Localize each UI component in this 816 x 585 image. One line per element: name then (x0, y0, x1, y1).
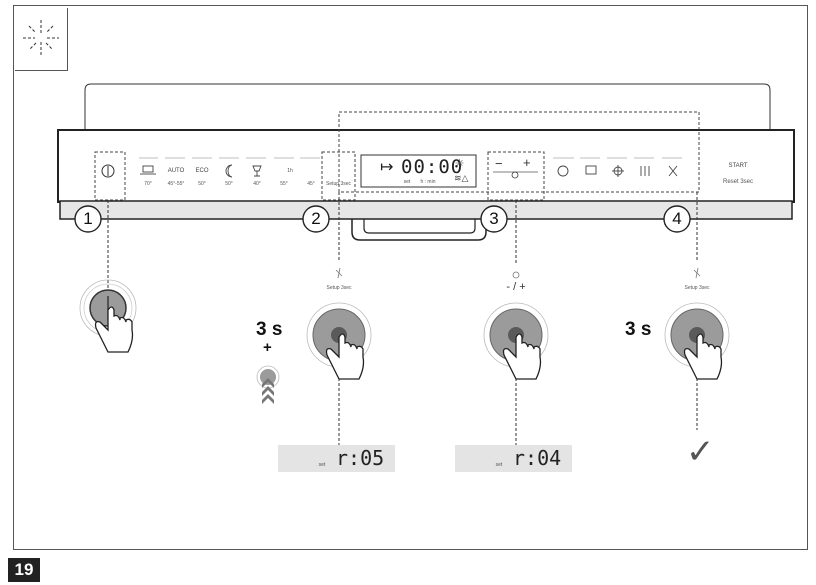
plus-sign: + (263, 339, 272, 356)
step-1-number: 1 (83, 209, 93, 228)
display-value: r:04 (513, 446, 562, 470)
display-set-label: set (403, 179, 411, 185)
info-box (15, 8, 68, 71)
plus-button[interactable]: + (523, 155, 531, 170)
display-set-label: set (495, 462, 503, 468)
step-4-number: 4 (672, 209, 682, 228)
step-2-number: 2 (311, 209, 321, 228)
program-temp: 40° (253, 181, 261, 187)
program-temp: 45°-55° (167, 181, 185, 187)
setup-caption-left: Setup 3sec (326, 285, 352, 291)
quick-label: 1h (287, 168, 293, 174)
panel-strip (59, 200, 793, 220)
checkmark-icon: ✓ (686, 433, 715, 471)
figure-frame (13, 5, 808, 550)
panel-display-time: 00:00 (401, 156, 464, 178)
program-temp: 55° (280, 181, 288, 187)
step-3-number: 3 (489, 209, 499, 228)
light-icon (23, 20, 59, 56)
reset-label: Reset 3sec (722, 179, 753, 185)
sun-icon: ✳ (455, 158, 465, 170)
display-set-label: set (318, 462, 326, 468)
display-value: r:05 (336, 446, 385, 470)
program-temp: 70° (144, 181, 152, 187)
display-unit-label: h : min (420, 179, 436, 185)
start-button[interactable]: START (728, 163, 748, 169)
hold-time-right: 3 s (625, 319, 652, 340)
program-temp: 45° (307, 181, 315, 187)
program-temp: 50° (225, 181, 233, 187)
display-result-left: r:05 set (278, 445, 395, 472)
salt-rinse-icon: ≋△ (454, 173, 469, 183)
program-eco-label[interactable]: ECO (195, 168, 209, 174)
minus-plus-caption: - / + (506, 281, 526, 293)
figure-number: 19 (8, 558, 40, 582)
hold-time-left: 3 s (256, 319, 283, 340)
setup-label[interactable]: Setup 3sec (325, 181, 352, 187)
setup-caption-right: Setup 3sec (684, 285, 710, 291)
program-temp: 50° (198, 181, 206, 187)
program-auto-label[interactable]: AUTO (167, 168, 185, 174)
minus-button[interactable]: − (495, 156, 503, 171)
display-result-right: r:04 set (455, 445, 572, 472)
delay-icon: ↦ (380, 159, 394, 176)
